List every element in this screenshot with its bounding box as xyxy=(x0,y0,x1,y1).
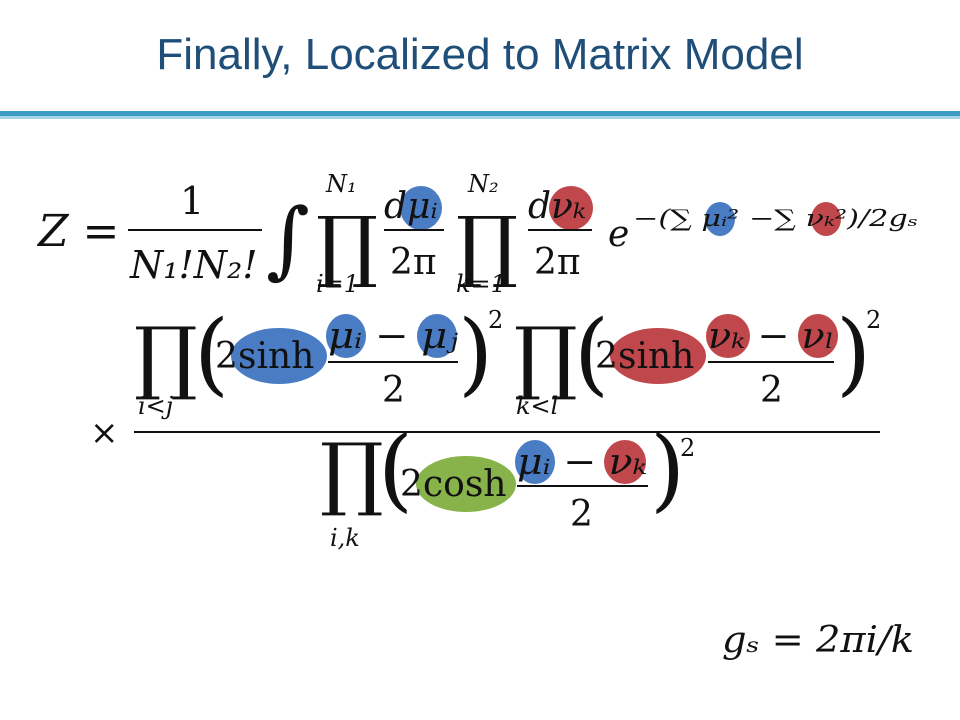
sinh-nu-highlight xyxy=(610,328,706,384)
numerator-power2: 2 xyxy=(866,306,881,334)
numerator-paren1-left: ( xyxy=(194,301,229,406)
sinh-1-denominator: 2 xyxy=(382,370,405,411)
mu-highlight xyxy=(400,186,442,230)
denominator-paren-left: ( xyxy=(378,417,413,522)
sinh-2-argument: νₖ − νₗ xyxy=(708,316,834,357)
nu-highlight xyxy=(549,186,593,230)
exponent: −(∑ μᵢ² −∑ νₖ²)/2gₛ xyxy=(633,206,918,232)
exp-nu-highlight xyxy=(811,202,841,236)
title-rule-shadow xyxy=(0,116,960,119)
denominator-product-symbol: ∏ xyxy=(320,426,384,519)
dnu: dνₖ xyxy=(528,186,586,227)
prefactor-numerator: 1 xyxy=(180,179,204,223)
slide-title: Finally, Localized to Matrix Model xyxy=(156,30,804,79)
denominator-paren-right: ) xyxy=(650,417,685,522)
two-pi-2: 2π xyxy=(534,242,581,283)
numerator-coef2: 2 xyxy=(595,336,618,377)
product2-upper: N₂ xyxy=(467,170,499,198)
cosh: cosh xyxy=(423,464,507,505)
cosh-nu-highlight xyxy=(604,440,646,484)
dmu: dμᵢ xyxy=(384,186,438,227)
integral-sign: ∫ xyxy=(266,190,310,288)
sinh-2: sinh xyxy=(618,336,694,377)
mu-j-highlight xyxy=(417,314,457,358)
denominator-power: 2 xyxy=(680,434,695,462)
nu-l-highlight xyxy=(798,314,838,358)
sinh-2-denominator: 2 xyxy=(760,370,783,411)
times-sign: × xyxy=(90,413,119,453)
numerator-power1: 2 xyxy=(488,306,503,334)
product1-lower: i=1 xyxy=(316,270,359,298)
numerator-paren1-right: ) xyxy=(458,301,493,406)
two-pi-1: 2π xyxy=(390,242,437,283)
exp-mu-highlight xyxy=(705,202,735,236)
numerator-paren2-right: ) xyxy=(836,301,871,406)
product2-lower: k=1 xyxy=(456,270,506,298)
prefactor-denominator: N₁!N₂! xyxy=(129,243,258,287)
numerator-coef1: 2 xyxy=(215,336,238,377)
coupling-relation: gₛ = 2πi/k xyxy=(722,620,914,661)
exp-base: e xyxy=(608,214,629,255)
mu-i-highlight xyxy=(326,314,366,358)
sinh-mu-highlight xyxy=(231,328,327,384)
lhs-z: Z = xyxy=(36,206,119,257)
denominator-coef: 2 xyxy=(400,464,423,505)
cosh-highlight xyxy=(416,456,516,512)
denominator-product-lower: i,k xyxy=(330,524,360,552)
product1-upper: N₁ xyxy=(325,170,357,198)
sinh-1-argument: μᵢ − μⱼ xyxy=(328,316,459,357)
numerator-paren2-left: ( xyxy=(574,301,609,406)
numerator-product1-lower: i<j xyxy=(138,392,174,420)
numerator-product2-symbol: ∏ xyxy=(514,310,578,403)
numerator-product2-lower: k<l xyxy=(516,392,558,420)
nu-k-highlight xyxy=(706,314,750,358)
title-rule xyxy=(0,111,960,116)
cosh-mu-highlight xyxy=(515,440,555,484)
cosh-denominator: 2 xyxy=(570,494,593,535)
cosh-argument: μᵢ − νₖ xyxy=(517,442,647,483)
sinh-1: sinh xyxy=(238,336,314,377)
numerator-product1-symbol: ∏ xyxy=(134,310,198,403)
product1-symbol: ∏ xyxy=(316,201,378,291)
product2-symbol: ∏ xyxy=(456,201,518,291)
